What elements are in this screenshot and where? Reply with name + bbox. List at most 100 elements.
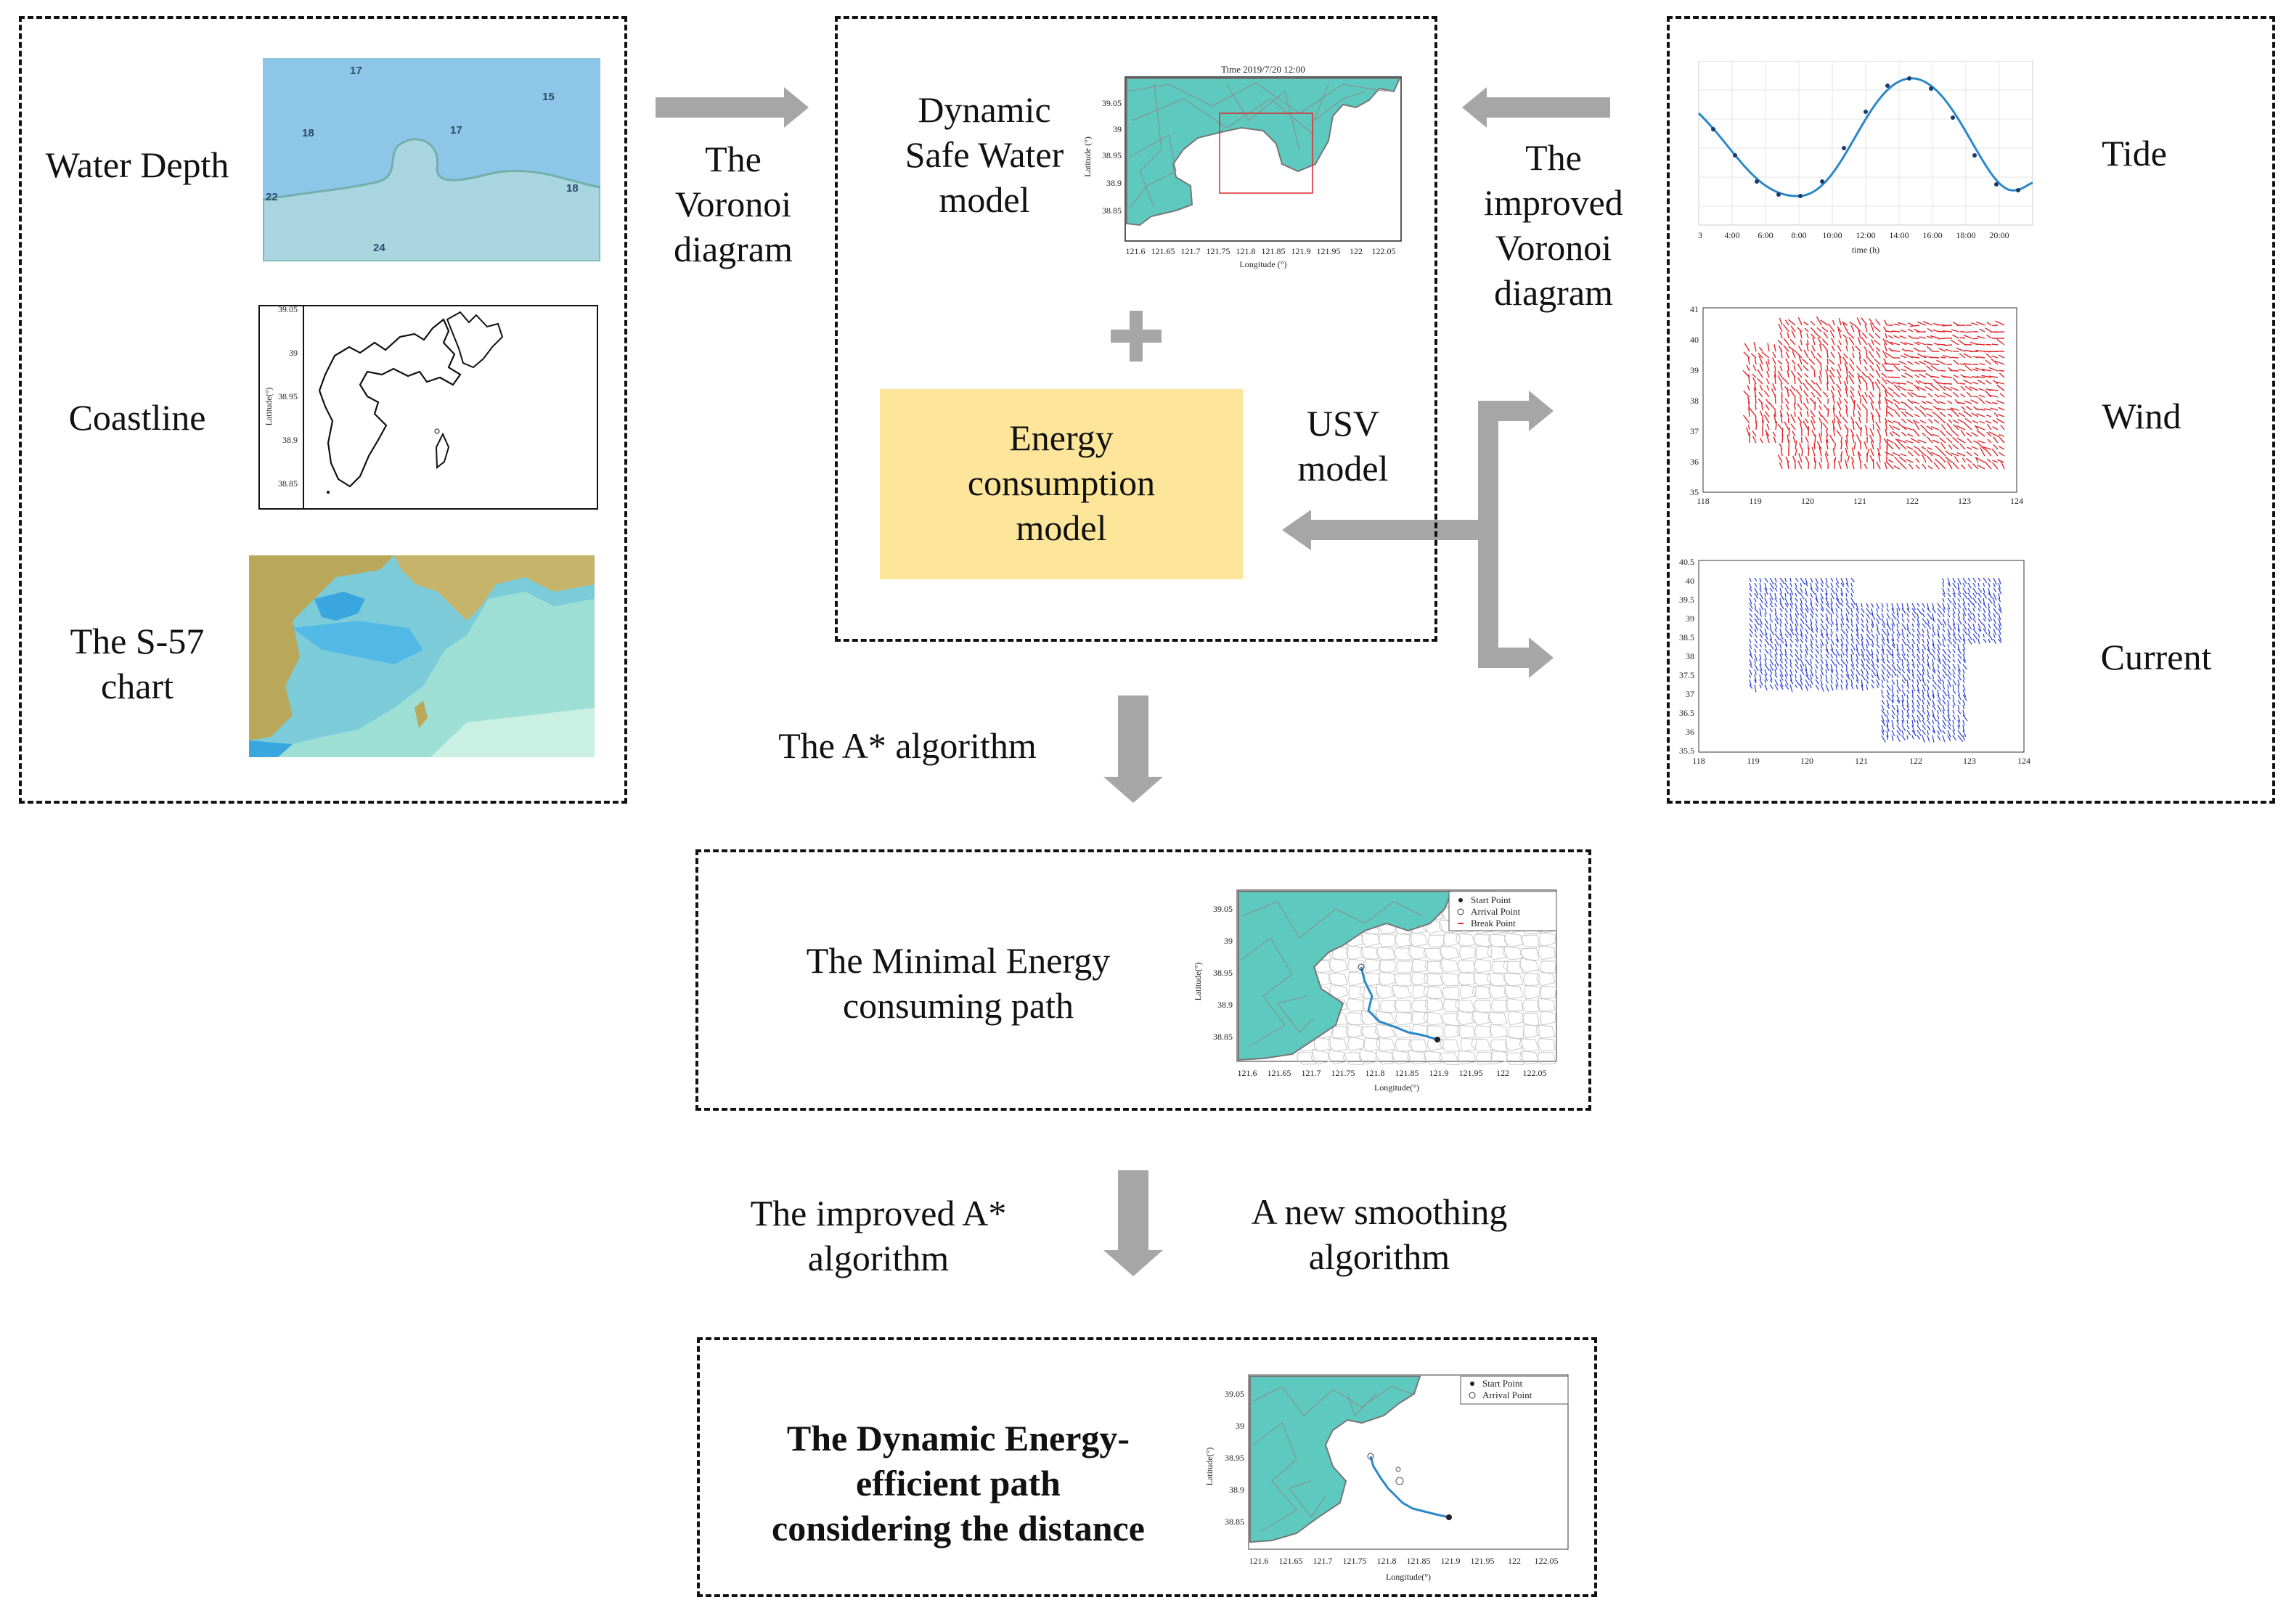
wind-vector xyxy=(1901,418,1907,424)
wind-vector xyxy=(1789,389,1796,398)
wind-vector xyxy=(1893,381,1901,385)
current-vector xyxy=(1830,653,1834,658)
current-vector xyxy=(1830,679,1833,684)
current-vector xyxy=(1983,603,1987,608)
wind-vector xyxy=(1951,461,1959,470)
wind-vector xyxy=(1866,428,1868,437)
current-vector xyxy=(1815,633,1818,638)
current-vector xyxy=(1906,730,1911,735)
current-vector xyxy=(1891,613,1897,620)
wind-vector xyxy=(1799,396,1803,404)
current-vector xyxy=(1891,684,1894,690)
current-vector xyxy=(1952,704,1954,709)
wind-vector xyxy=(1938,401,1946,404)
current-vector xyxy=(1922,643,1927,650)
wind-vector xyxy=(1853,400,1856,411)
current-vector xyxy=(1993,613,1996,618)
current-vector xyxy=(1922,735,1925,743)
current-vector xyxy=(1795,608,1800,616)
current-vector xyxy=(1795,653,1800,661)
wind-vector xyxy=(1845,447,1848,457)
svg-text:38.85: 38.85 xyxy=(1213,1032,1233,1042)
current-vector xyxy=(1906,633,1909,638)
voronoi-cell xyxy=(1362,997,1380,1013)
current-vector xyxy=(1922,664,1925,672)
current-vector xyxy=(1749,679,1752,686)
svg-text:20:00: 20:00 xyxy=(1989,230,2009,240)
current-vector xyxy=(1901,664,1905,669)
svg-text:40: 40 xyxy=(1690,335,1699,345)
wind-vector xyxy=(1797,377,1803,385)
current-vector xyxy=(1917,719,1919,725)
wind-vector xyxy=(1893,335,1901,339)
current-vector xyxy=(1937,623,1940,630)
wind-vector xyxy=(1984,408,1992,411)
current-vector xyxy=(1947,618,1950,624)
current-vector xyxy=(1937,674,1942,682)
wind-vector xyxy=(1910,438,1920,444)
wind-vector xyxy=(1758,391,1763,398)
wind-vector xyxy=(1811,380,1816,385)
current-vector xyxy=(1830,684,1834,691)
wind-vector xyxy=(1885,428,1887,437)
current-vector xyxy=(1957,664,1961,672)
current-vector xyxy=(1764,618,1768,624)
wind-vector xyxy=(1946,431,1953,437)
wind-vector xyxy=(1976,413,1985,417)
wind-vector xyxy=(1826,350,1829,359)
wind-vector xyxy=(1885,379,1894,385)
wind-vector xyxy=(1774,410,1776,417)
svg-text:37: 37 xyxy=(1686,689,1694,699)
wind-vector xyxy=(1914,328,1920,332)
current-vector xyxy=(1977,613,1980,618)
current-vector xyxy=(1967,603,1971,607)
current-vector xyxy=(1866,633,1871,641)
wind-vector xyxy=(1814,434,1816,444)
wind-vector xyxy=(1906,349,1914,352)
wind-vector xyxy=(1927,436,1933,444)
current-vector xyxy=(1927,613,1932,620)
current-vector xyxy=(1947,638,1952,645)
current-vector xyxy=(1805,608,1809,613)
wind-vector xyxy=(1881,376,1887,385)
wind-vector xyxy=(1907,450,1914,457)
current-vector xyxy=(1759,664,1763,671)
current-vector xyxy=(1972,608,1975,612)
svg-text:121: 121 xyxy=(1855,756,1868,766)
current-vector xyxy=(1820,618,1824,624)
wind-vector xyxy=(1858,417,1861,424)
current-vector xyxy=(1805,597,1808,603)
current-vector xyxy=(1749,623,1753,629)
current-vector xyxy=(1764,669,1768,676)
wind-vector xyxy=(1952,334,1959,339)
current-vector xyxy=(1896,684,1901,692)
current-vector xyxy=(1764,638,1770,645)
wind-vector xyxy=(1915,465,1920,470)
wind-vector xyxy=(1803,365,1809,372)
current-vector xyxy=(1967,613,1972,620)
wind-vector xyxy=(1977,379,1985,385)
wind-vector xyxy=(1893,323,1901,326)
current-vector xyxy=(1815,597,1819,604)
wind-vector xyxy=(1938,455,1946,463)
wind-vector xyxy=(1919,409,1927,417)
improved-voronoi-line4: diagram xyxy=(1494,272,1613,313)
current-vector xyxy=(1886,730,1889,738)
voronoi-cell xyxy=(1454,1000,1476,1013)
current-vector xyxy=(1749,577,1752,582)
voronoi-cell xyxy=(1424,1050,1444,1065)
voronoi-cell xyxy=(1427,934,1445,947)
current-vector xyxy=(1917,638,1920,645)
wind-vector xyxy=(1925,372,1933,378)
current-vector xyxy=(1789,613,1792,620)
current-vector xyxy=(1856,653,1859,661)
current-vector xyxy=(1917,709,1922,717)
voronoi-cell xyxy=(1412,983,1429,1000)
wind-vector xyxy=(1918,449,1927,457)
current-vector xyxy=(1779,679,1784,687)
current-vector xyxy=(1886,674,1890,679)
svg-text:Longitude(°): Longitude(°) xyxy=(1374,1082,1419,1093)
wind-vector xyxy=(1785,351,1789,359)
current-vector xyxy=(1988,628,1991,634)
current-vector xyxy=(1977,618,1983,625)
